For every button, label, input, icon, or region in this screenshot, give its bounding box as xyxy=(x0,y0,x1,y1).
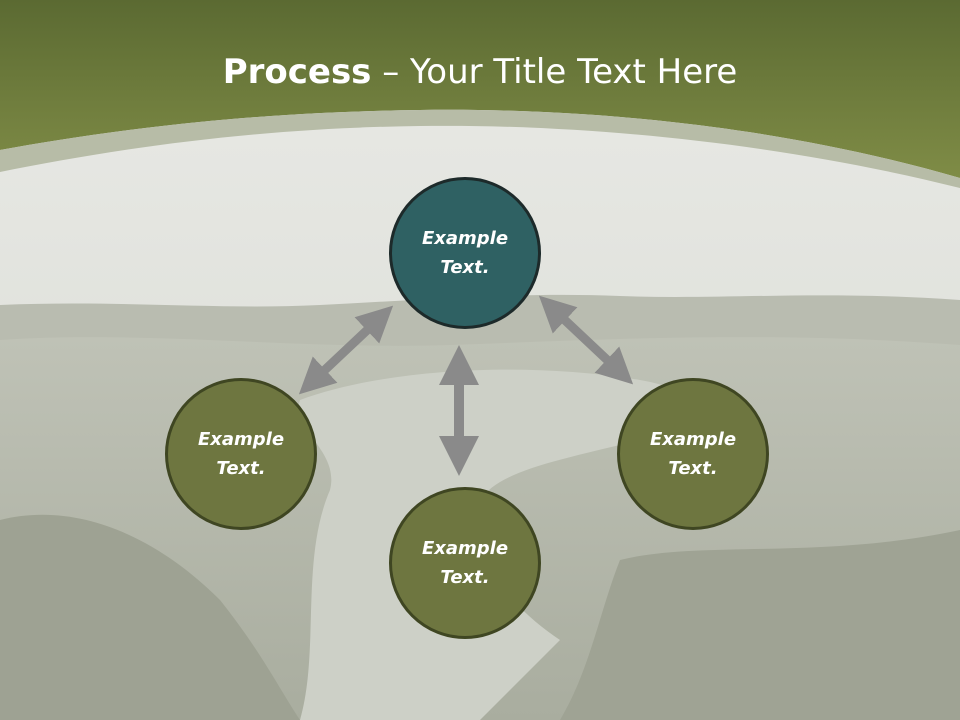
header-band xyxy=(0,0,960,178)
trees-left xyxy=(0,514,300,720)
title-strong: Process xyxy=(222,52,372,92)
trees-right xyxy=(560,530,960,720)
node-bottom-line2: Text. xyxy=(440,567,490,588)
node-bottom-line1: Example xyxy=(421,538,509,559)
header-swoosh xyxy=(0,109,960,188)
title-rest: – Your Title Text Here xyxy=(371,52,738,92)
arrow-top-left xyxy=(298,305,394,395)
node-right-line2: Text. xyxy=(668,458,718,479)
lake xyxy=(298,369,693,720)
node-top-line1: Example xyxy=(421,228,509,249)
page-title: Process – Your Title Text Here xyxy=(0,52,960,92)
node-right-line1: Example xyxy=(649,429,737,450)
node-left-line2: Text. xyxy=(216,458,266,479)
node-left-line1: Example xyxy=(197,429,285,450)
arrow-top-right xyxy=(538,295,634,385)
node-top-line2: Text. xyxy=(440,257,490,278)
